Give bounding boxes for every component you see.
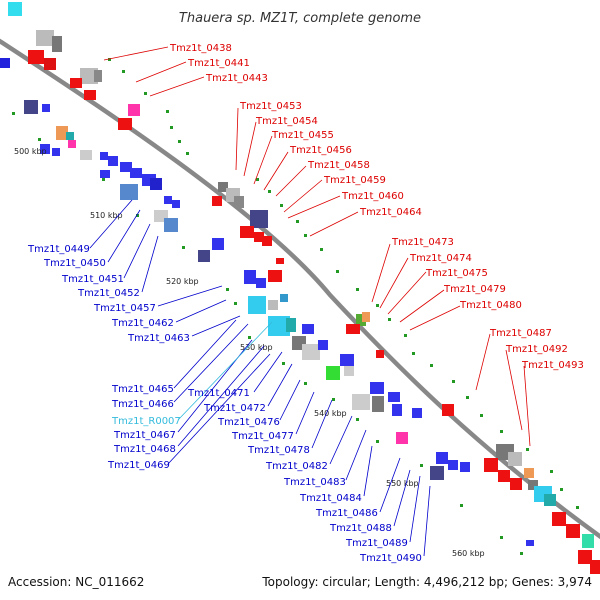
gene-label[interactable]: Tmz1t_0463 — [127, 333, 190, 344]
gene-label[interactable]: Tmz1t_0455 — [271, 130, 334, 141]
gene-label[interactable]: Tmz1t_0450 — [43, 258, 106, 269]
accession-text: Accession: NC_011662 — [8, 575, 144, 589]
gene-label[interactable]: Tmz1t_0451 — [61, 274, 124, 285]
gene-label[interactable]: Tmz1t_0472 — [203, 403, 266, 414]
gene-label[interactable]: Tmz1t_0489 — [345, 538, 408, 549]
gene-label[interactable]: Tmz1t_0476 — [217, 417, 280, 428]
gene-label[interactable]: Tmz1t_0479 — [443, 284, 506, 295]
gene-label[interactable]: Tmz1t_0482 — [265, 461, 328, 472]
rna-gene-label[interactable]: Tmz1t_R0007 — [111, 416, 181, 427]
gene-label[interactable]: Tmz1t_0458 — [307, 160, 370, 171]
gene-label[interactable]: Tmz1t_0467 — [113, 430, 176, 441]
gene-label[interactable]: Tmz1t_0454 — [255, 116, 318, 127]
tick-label-520: 520 kbp — [166, 277, 199, 286]
gene-label[interactable]: Tmz1t_0493 — [521, 360, 584, 371]
gene-label[interactable]: Tmz1t_0457 — [93, 303, 156, 314]
gene-label[interactable]: Tmz1t_0471 — [187, 388, 250, 399]
gene-label[interactable]: Tmz1t_0469 — [107, 460, 170, 471]
scale-labels: 500 kbp 510 kbp 520 kbp 530 kbp 540 kbp … — [14, 147, 485, 558]
gene-label[interactable]: Tmz1t_0441 — [187, 58, 250, 69]
tick-label-550: 550 kbp — [386, 479, 419, 488]
gene-label[interactable]: Tmz1t_0466 — [111, 399, 174, 410]
gene-label[interactable]: Tmz1t_0459 — [323, 175, 386, 186]
tick-label-560: 560 kbp — [452, 549, 485, 558]
gene-label[interactable]: Tmz1t_0462 — [111, 318, 174, 329]
gene-label[interactable]: Tmz1t_0449 — [27, 244, 90, 255]
gene-label[interactable]: Tmz1t_0460 — [341, 191, 404, 202]
gene-label[interactable]: Tmz1t_0473 — [391, 237, 454, 248]
gene-label[interactable]: Tmz1t_0484 — [299, 493, 362, 504]
tick-dots — [12, 58, 579, 555]
gene-label[interactable]: Tmz1t_0488 — [329, 523, 392, 534]
gene-label[interactable]: Tmz1t_0477 — [231, 431, 294, 442]
gene-label[interactable]: Tmz1t_0438 — [169, 43, 232, 54]
gene-label[interactable]: Tmz1t_0483 — [283, 477, 346, 488]
gene-label[interactable]: Tmz1t_0480 — [459, 300, 522, 311]
tick-label-500: 500 kbp — [14, 147, 47, 156]
gene-label[interactable]: Tmz1t_0456 — [289, 145, 352, 156]
forward-labels: Tmz1t_0438 Tmz1t_0441 Tmz1t_0443 Tmz1t_0… — [169, 43, 584, 371]
gene-label[interactable]: Tmz1t_0486 — [315, 508, 378, 519]
gene-label[interactable]: Tmz1t_0453 — [239, 101, 302, 112]
gene-label[interactable]: Tmz1t_0443 — [205, 73, 268, 84]
gene-label[interactable]: Tmz1t_0478 — [247, 445, 310, 456]
gene-label[interactable]: Tmz1t_0492 — [505, 344, 568, 355]
feature-blocks — [0, 2, 600, 574]
forward-leaders — [103, 46, 531, 447]
gene-label[interactable]: Tmz1t_0474 — [409, 253, 472, 264]
gene-label[interactable]: Tmz1t_0468 — [113, 444, 176, 455]
gene-label[interactable]: Tmz1t_0487 — [489, 328, 552, 339]
gene-label[interactable]: Tmz1t_0475 — [425, 268, 488, 279]
reverse-labels: Tmz1t_0449 Tmz1t_0450 Tmz1t_0451 Tmz1t_0… — [27, 244, 422, 564]
map-title: Thauera sp. MZ1T, complete genome — [179, 11, 421, 26]
reverse-leaders — [89, 199, 431, 557]
tick-label-540: 540 kbp — [314, 409, 347, 418]
rna-leader — [177, 321, 273, 421]
tick-label-530: 530 kbp — [240, 343, 273, 352]
gene-label[interactable]: Tmz1t_0452 — [77, 288, 140, 299]
gene-label[interactable]: Tmz1t_0465 — [111, 384, 174, 395]
gene-label[interactable]: Tmz1t_0464 — [359, 207, 422, 218]
gene-label[interactable]: Tmz1t_0490 — [359, 553, 422, 564]
tick-label-510: 510 kbp — [90, 211, 123, 220]
topology-text: Topology: circular; Length: 4,496,212 bp… — [261, 575, 592, 589]
